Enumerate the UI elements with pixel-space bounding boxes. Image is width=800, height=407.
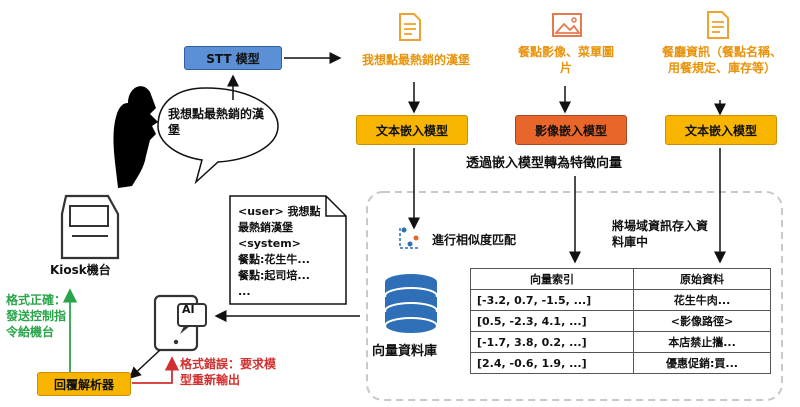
- table-cell-vector: [2.4, -0.6, 1.9, ...]: [470, 352, 634, 374]
- vector-db-label: 向量資料庫: [372, 344, 438, 359]
- image-embedding-model-box: 影像嵌入模型: [515, 115, 627, 145]
- table-row: [0.5, -2.3, 4.1, ...] <影像路徑>: [470, 310, 771, 332]
- ai-tablet-icon: [153, 294, 207, 352]
- table-header-row: 向量索引 原始資料: [470, 268, 771, 290]
- database-region: [366, 191, 783, 401]
- embedding-caption: 透過嵌入模型轉為特徵向量: [466, 156, 623, 171]
- similarity-label: 進行相似度匹配: [432, 233, 517, 247]
- speech-bubble-text: 我想點最熱銷的漢堡: [168, 107, 265, 137]
- document-icon-query: [399, 13, 421, 41]
- query-text: 我想點最熱銷的漢堡: [361, 53, 470, 67]
- table-row: [2.4, -0.6, 1.9, ...] 優惠促銷:買...: [470, 352, 771, 374]
- arrow-ai-to-parser: [128, 349, 161, 380]
- chat-line-system: <system>: [238, 237, 301, 250]
- database-cylinder-icon: [384, 274, 438, 335]
- table-cell-raw: 本店禁止攜...: [633, 331, 771, 353]
- chat-line-item-1: 餐點:花生牛...: [238, 253, 310, 266]
- arrow-parser-to-ai-error: [132, 356, 180, 384]
- table-cell-vector: [-3.2, 0.7, -1.5, ...]: [470, 289, 634, 311]
- chat-line-user-cont: 最熱銷漢堡: [238, 221, 293, 234]
- table-cell-raw: <影像路徑>: [633, 310, 771, 332]
- table-cell-raw: 優惠促銷:買...: [633, 352, 771, 374]
- document-icon-info: [707, 11, 729, 39]
- image-source-text: 餐點影像、菜單圖片: [517, 45, 614, 75]
- kiosk-label: Kiosk機台: [50, 263, 111, 277]
- ai-icon-text: AI: [182, 303, 195, 316]
- vector-table: 向量索引 原始資料 [-3.2, 0.7, -1.5, ...] 花生牛肉...…: [470, 268, 771, 374]
- chat-line-item-2: 餐點:起司培...: [238, 269, 310, 282]
- person-head-icon: [113, 86, 158, 188]
- table-row: [-1.7, 3.8, 0.2, ...] 本店禁止攜...: [470, 331, 771, 353]
- reply-parser-box: 回覆解析器: [37, 372, 131, 396]
- table-cell-raw: 花生牛肉...: [633, 289, 771, 311]
- table-cell-vector: [0.5, -2.3, 4.1, ...]: [470, 310, 634, 332]
- chat-line-ellipsis: ...: [238, 285, 251, 298]
- chat-line-user: <user> 我想點: [238, 205, 321, 218]
- format-error-text: 格式錯誤：要求模型重新輸出: [180, 357, 277, 387]
- table-header-vector-index: 向量索引: [470, 268, 634, 290]
- store-info-label: 將場域資訊存入資料庫中: [612, 219, 709, 249]
- image-icon: [552, 13, 582, 37]
- text-embedding-model-box-2: 文本嵌入模型: [665, 115, 777, 145]
- chat-document-shape: [229, 195, 347, 305]
- text-embedding-model-box-1: 文本嵌入模型: [356, 115, 468, 145]
- table-row: [-3.2, 0.7, -1.5, ...] 花生牛肉...: [470, 289, 771, 311]
- similarity-icon: [399, 227, 420, 249]
- stt-model-box: STT 模型: [184, 46, 282, 70]
- speech-bubble-shape: [157, 87, 279, 185]
- table-cell-vector: [-1.7, 3.8, 0.2, ...]: [470, 331, 634, 353]
- info-source-text: 餐廳資訊（餐點名稱、用餐規定、庫存等）: [661, 45, 782, 75]
- format-ok-text: 格式正確：發送控制指令給機台: [6, 293, 67, 339]
- table-header-raw-data: 原始資料: [633, 268, 771, 290]
- chat-log: <user> 我想點 最熱銷漢堡 <system> 餐點:花生牛... 餐點:起…: [238, 204, 342, 300]
- kiosk-icon: [60, 194, 120, 260]
